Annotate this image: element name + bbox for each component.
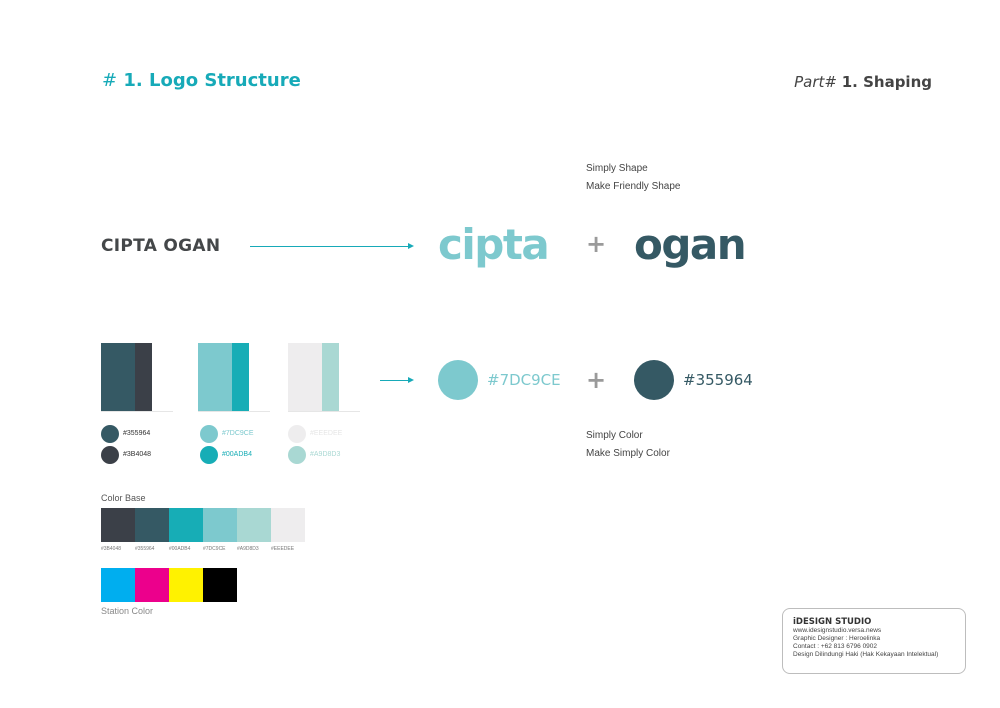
- studio-website: www.idesignstudio.versa.news: [793, 627, 882, 634]
- main-color-circle-light: [438, 360, 478, 400]
- color-base-label: #7DC9CE: [203, 546, 226, 552]
- color-dot: [101, 446, 119, 464]
- part-text: 1. Shaping: [841, 73, 932, 91]
- main-color-hex-light: #7DC9CE: [487, 371, 561, 389]
- color-label: #3B4048: [123, 451, 152, 458]
- color-base-label: #A9D8D3: [237, 546, 259, 552]
- color-note-1: Simply Color: [586, 430, 643, 441]
- logo-word-ogan: ogan: [634, 220, 747, 269]
- station-color-cell: [169, 568, 203, 602]
- color-base-label: #00ADB4: [169, 546, 191, 552]
- swatch-baseline: [101, 411, 173, 412]
- swatch-right: [135, 343, 152, 411]
- color-label: #A9D8D3: [310, 451, 341, 458]
- arrow-head-middle-icon: [408, 377, 414, 383]
- shape-note-1: Simply Shape: [586, 163, 648, 174]
- color-base-cell: [271, 508, 305, 542]
- shape-note-2: Make Friendly Shape: [586, 181, 681, 192]
- title-text: 1. Logo Structure: [123, 70, 301, 91]
- main-color-hex-dark: #355964: [683, 371, 753, 389]
- color-base-cell: [135, 508, 169, 542]
- studio-copyright: Design Dilindungi Haki (Hak Kekayaan Int…: [793, 651, 939, 658]
- title-hash: #: [102, 70, 118, 91]
- station-color-cell: [203, 568, 237, 602]
- swatch-left: [198, 343, 232, 411]
- color-label: #355964: [123, 430, 151, 437]
- plus-icon-top: +: [586, 230, 607, 258]
- color-dot: [200, 425, 218, 443]
- color-base-label: #355964: [135, 546, 155, 552]
- plus-icon-middle: +: [586, 366, 607, 394]
- main-color-circle-dark: [634, 360, 674, 400]
- arrow-head-top-icon: [408, 243, 414, 249]
- color-dot: [288, 425, 306, 443]
- color-base-cell: [169, 508, 203, 542]
- color-base-cell: [101, 508, 135, 542]
- color-base-label: #EEEDEE: [271, 546, 295, 552]
- color-base-cell: [203, 508, 237, 542]
- station-color-title: Station Color: [101, 606, 154, 616]
- color-notes: Simply Color Make Simply Color: [586, 427, 670, 463]
- studio-contact: Contact : +62 813 6796 0902: [793, 643, 878, 650]
- part-title: Part# 1. Shaping: [794, 73, 932, 91]
- swatch-baseline: [198, 411, 270, 412]
- arrow-line-top: [250, 246, 408, 247]
- station-color-cell: [135, 568, 169, 602]
- arrow-line-middle: [380, 380, 408, 381]
- swatch-right: [322, 343, 339, 411]
- part-prefix: Part#: [794, 73, 837, 91]
- swatch-right: [232, 343, 249, 411]
- color-base-cell: [237, 508, 271, 542]
- swatch-left: [101, 343, 135, 411]
- color-label: #7DC9CE: [222, 430, 254, 437]
- color-label: #00ADB4: [222, 451, 252, 458]
- shape-notes: Simply Shape Make Friendly Shape: [586, 160, 681, 196]
- color-dot: [200, 446, 218, 464]
- page-title: # 1. Logo Structure: [102, 70, 301, 91]
- swatch-left: [288, 343, 322, 411]
- color-base-label: #3B4048: [101, 546, 122, 552]
- swatch-baseline: [288, 411, 360, 412]
- color-dot: [288, 446, 306, 464]
- color-note-2: Make Simply Color: [586, 448, 670, 459]
- station-color-cell: [101, 568, 135, 602]
- color-label: #EEEDEE: [310, 430, 343, 437]
- studio-card: iDESIGN STUDIO www.idesignstudio.versa.n…: [782, 608, 966, 674]
- color-dot: [101, 425, 119, 443]
- studio-title: iDESIGN STUDIO: [793, 617, 872, 627]
- color-base-title: Color Base: [101, 493, 146, 503]
- logo-word-cipta: cipta: [438, 220, 550, 269]
- brand-name: CIPTA OGAN: [101, 236, 221, 256]
- studio-designer: Graphic Designer : Heroelinka: [793, 635, 881, 642]
